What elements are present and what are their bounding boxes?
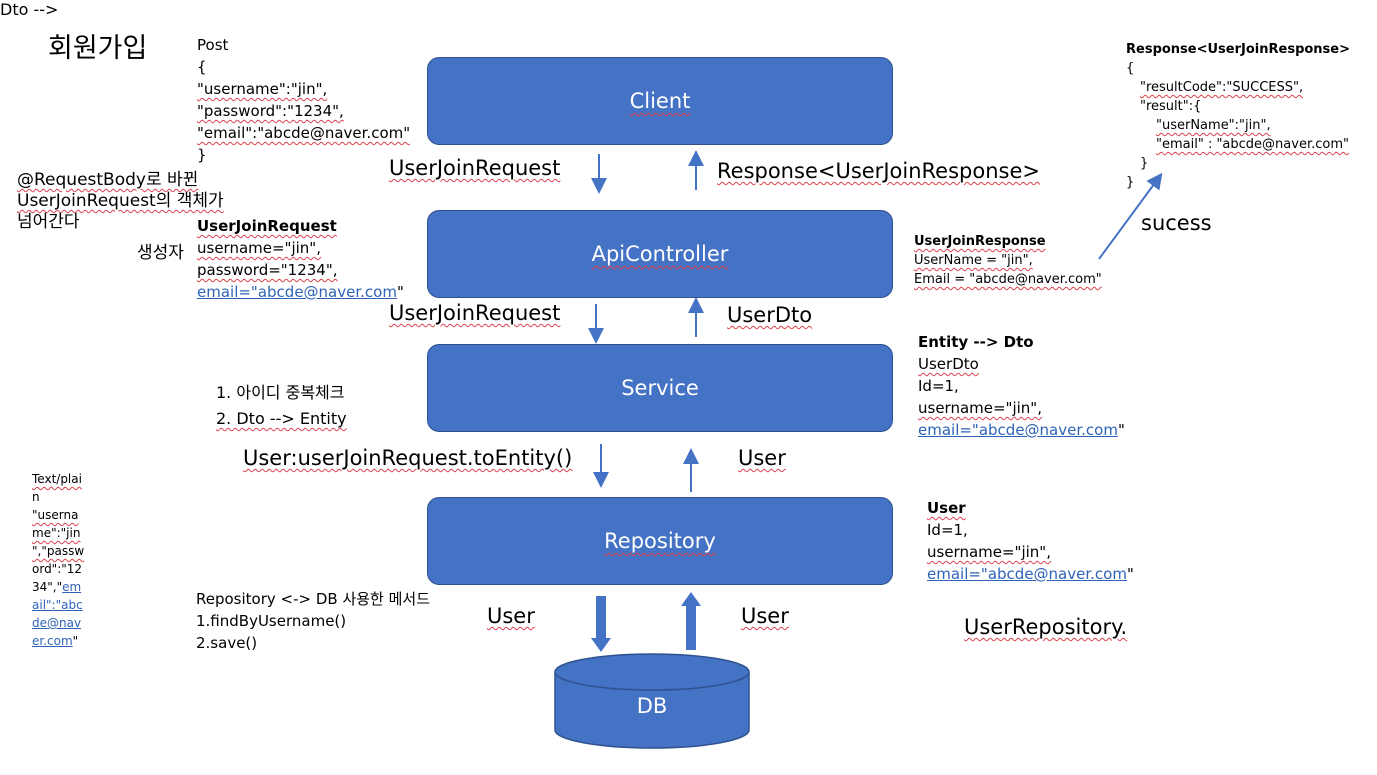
repo-db-item: 1.findByUsername() [196,612,347,630]
repo-db-item: 2.save() [196,634,258,652]
db-label: DB [636,694,668,718]
label-api-to-client: Response<UserJoinResponse> [717,159,1040,183]
tp-line: ","passw [32,544,85,558]
user-repository-label: UserRepository. [964,615,1128,639]
entity-to-dto-block: Entity --> Dto UserDto Id=1, username="j… [918,331,1125,441]
ujr-email-link[interactable]: email="abcde@naver.com [197,283,397,301]
ujresp-line: Email = "abcde@naver.com" [914,272,1102,287]
service-step: 1. 아이디 중복체크 [216,383,345,402]
ujr-line: username="jin", [197,239,321,257]
label-repo-to-service: User [738,446,786,470]
arrow-db-to-repo [681,592,701,650]
post-line: "email":"abcde@naver.com" [197,124,411,142]
user-join-request-block: UserJoinRequest username="jin", password… [197,215,404,303]
service-steps: 1. 아이디 중복체크 2. Dto --> Entity [216,380,347,432]
rj-line: { [1126,61,1135,76]
rj-line: } [1126,175,1135,190]
ujr-email-suffix: " [396,283,404,301]
label-client-to-api: UserJoinRequest [389,156,561,180]
etd-email-suffix: " [1117,421,1125,439]
user-entity-block: User Id=1, username="jin", email="abcde@… [927,497,1134,585]
rj-line: } [1140,156,1149,171]
tp-line: me":"jin [32,526,81,540]
arrow-to-response-json [1098,172,1163,260]
note-line: 넘어간다 [17,212,80,232]
rj-line: "result":{ [1140,99,1202,114]
repository-box: Repository [427,497,893,585]
ujresp-title: UserJoinResponse [914,234,1046,249]
post-request-block: Post { "username":"jin", "password":"123… [197,34,410,166]
service-box: Service [427,344,893,432]
ue-email-link[interactable]: email="abcde@naver.com [927,565,1127,583]
rj-line: "email" : "abcde@naver.com" [1156,137,1349,152]
arrow-repo-to-db [591,596,611,652]
post-line: { [197,58,207,76]
constructor-note: 생성자 [137,243,184,263]
etd-line: Id=1, [918,377,959,395]
api-controller-label: ApiController [591,242,729,266]
rj-line: "userName":"jin", [1156,118,1271,133]
client-label: Client [629,89,691,113]
tp-link[interactable]: em [62,580,82,594]
user-join-request-title: UserJoinRequest [197,217,337,235]
repository-label: Repository [604,529,716,553]
tp-line: "userna [32,508,79,522]
entity-to-dto-title: Entity --> Dto [918,333,1034,351]
label-db-to-repo: User [741,604,789,628]
tp-line: n [32,490,40,504]
tp-link[interactable]: de@nav [32,616,82,630]
label-service-to-api: UserDto [727,303,813,327]
post-line: "username":"jin", [197,80,328,98]
response-json-title: Response<UserJoinResponse> [1126,42,1351,57]
ujr-line: password="1234", [197,261,338,279]
tp-link[interactable]: er.com [32,634,73,648]
client-box: Client [427,57,893,145]
ue-line: Id=1, [927,521,968,539]
repo-db-title: Repository <-> DB 사용한 메서드 [196,590,431,608]
label-api-to-service: UserJoinRequest [389,301,561,325]
user-entity-title: User [927,499,966,517]
tp-line: Text/plai [32,472,82,486]
post-line: "password":"1234", [197,102,344,120]
service-step: 2. Dto --> Entity [216,409,347,428]
tp-line: 34"," [32,580,63,594]
label-service-to-repo: User:userJoinRequest.toEntity() [243,446,573,470]
post-line: } [197,146,207,164]
tp-link[interactable]: ail":"abc [32,598,83,612]
rj-line: "resultCode":"SUCCESS", [1140,80,1304,95]
etd-line: username="jin", [918,399,1042,417]
request-body-note: @RequestBody로 바뀐 UserJoinRequest의 객체가 넘어… [17,170,224,233]
db-cylinder [554,653,750,749]
ue-line: username="jin", [927,543,1051,561]
repo-db-note: Repository <-> DB 사용한 메서드 1.findByUserna… [196,588,430,654]
etd-line: UserDto [918,355,979,373]
page-title: 회원가입 [48,33,148,64]
service-label: Service [621,376,699,400]
success-label: sucess [1141,211,1212,235]
api-controller-box: ApiController [427,210,893,298]
tp-line: ord":"12 [32,562,83,576]
tp-suffix: " [72,634,79,648]
etd-email-link[interactable]: email="abcde@naver.com [918,421,1118,439]
note-line: UserJoinRequest의 객체가 [17,191,224,211]
response-json-block: Response<UserJoinResponse> { "resultCode… [1126,40,1350,192]
text-plain-block: Text/plai n "userna me":"jin ","passw or… [32,470,84,650]
user-join-response-block: UserJoinResponse UserName = "jin", Email… [914,232,1102,289]
ujresp-line: UserName = "jin", [914,253,1033,268]
post-method: Post [197,36,229,54]
note-line: @RequestBody로 바뀐 [17,170,199,190]
ue-email-suffix: " [1126,565,1134,583]
label-repo-to-db: User [487,604,535,628]
